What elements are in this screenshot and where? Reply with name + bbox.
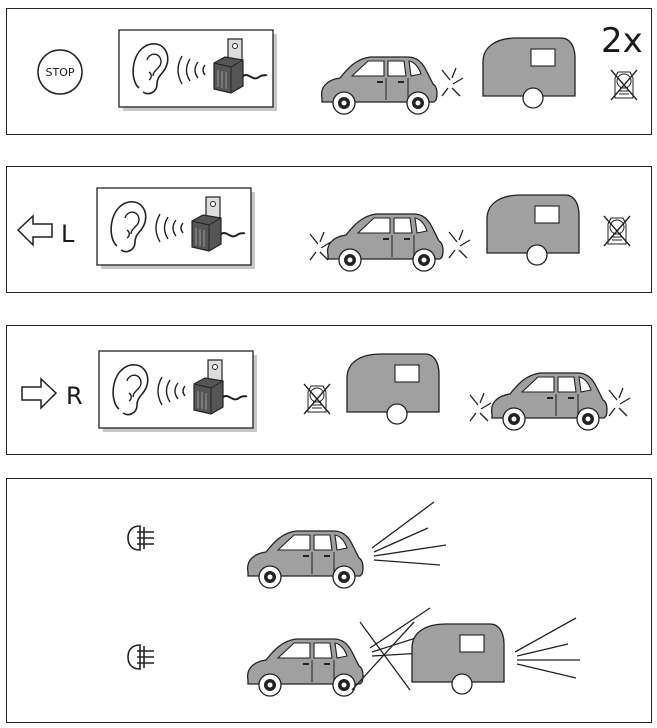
- car-icon: [248, 639, 363, 696]
- trailer-icon: [412, 624, 504, 694]
- trailer-icon: [347, 354, 439, 424]
- rear-fog-lamp-icon: [128, 526, 154, 550]
- left-label: L: [61, 220, 75, 248]
- car-icon: [328, 214, 443, 271]
- flash-rays-icon: [470, 393, 491, 421]
- trailer-icon: [483, 38, 575, 108]
- right-label: R: [66, 382, 83, 410]
- trailer-lamp-off-icon: [604, 216, 630, 246]
- car-icon: [492, 373, 607, 430]
- flash-rays-icon: [442, 68, 463, 96]
- trailer-lamp-off-icon: [611, 70, 637, 100]
- car-icon: [248, 531, 363, 588]
- stop-sign-icon: STOP: [38, 50, 82, 94]
- repeat-label: 2x: [601, 21, 643, 61]
- buzzer-illustration: [97, 188, 255, 269]
- trailer-fog-beam-icon: [515, 618, 580, 678]
- rear-fog-lamp-icon: [128, 645, 154, 669]
- stop-label: STOP: [46, 66, 75, 79]
- arrow-left-icon: [18, 216, 52, 245]
- flash-rays-icon: [449, 230, 470, 258]
- buzzer-illustration: [119, 30, 277, 111]
- trailer-icon: [487, 195, 579, 265]
- car-icon: [322, 57, 437, 114]
- buzzer-illustration: [99, 351, 257, 432]
- trailer-lamp-off-icon: [304, 384, 330, 414]
- arrow-right-icon: [22, 379, 56, 408]
- fog-beam-icon: [372, 502, 446, 565]
- flash-rays-icon: [609, 388, 630, 416]
